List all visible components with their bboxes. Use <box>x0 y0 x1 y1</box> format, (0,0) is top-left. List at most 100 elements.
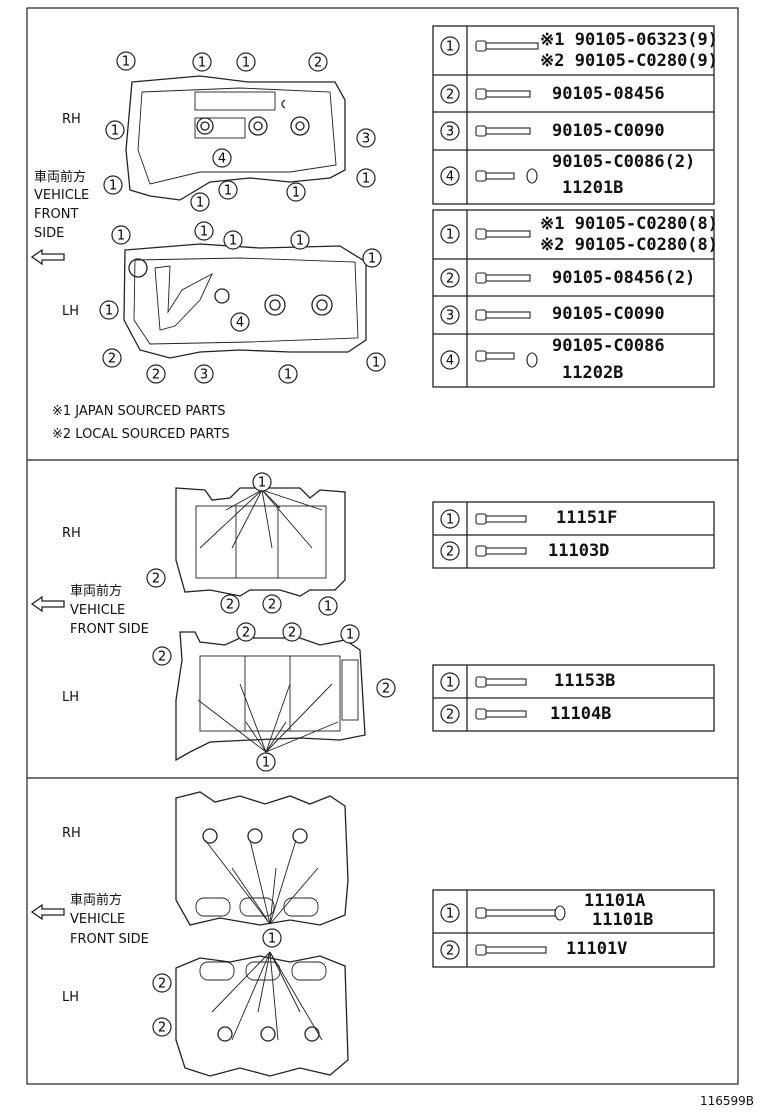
bolt-icon <box>475 545 527 557</box>
svg-text:1: 1 <box>105 304 113 319</box>
svg-text:1: 1 <box>111 124 119 139</box>
part-number: 11153B <box>554 671 616 691</box>
sec1-rh-table-grid <box>432 25 715 205</box>
callout-number: 1 <box>192 52 212 72</box>
svg-text:4: 4 <box>218 152 226 167</box>
svg-text:2: 2 <box>226 598 234 613</box>
bolt-icon <box>475 309 531 321</box>
bolt-icon <box>475 228 531 240</box>
svg-text:1: 1 <box>200 225 208 240</box>
callout-number: 2 <box>152 1017 172 1037</box>
callout-number: 4 <box>440 166 460 186</box>
bolt-icon <box>475 708 527 720</box>
bolt-icon <box>475 125 531 137</box>
callout-number: 1 <box>440 903 460 923</box>
vehicle-front-jp-label: 車両前方 <box>70 584 123 599</box>
svg-text:3: 3 <box>362 132 370 147</box>
part-number: 11202B <box>562 363 624 383</box>
part-number: 11201B <box>562 178 624 198</box>
lh-label: LH <box>62 690 80 705</box>
svg-text:1: 1 <box>196 196 204 211</box>
callout-number: 2 <box>440 84 460 104</box>
callout-number: 1 <box>366 352 386 372</box>
svg-text:1: 1 <box>296 234 304 249</box>
svg-text:4: 4 <box>446 354 454 369</box>
sheet-id: 116599B <box>699 1094 754 1108</box>
svg-text:1: 1 <box>446 907 454 922</box>
side-label: SIDE <box>34 226 65 241</box>
svg-text:2: 2 <box>446 708 454 723</box>
callout-number: 2 <box>152 973 172 993</box>
callout-number: 2 <box>308 52 328 72</box>
part-number: ※2 90105-C0280(9) <box>540 51 719 71</box>
rh-head-cover-drawing <box>125 75 346 201</box>
callout-number: 1 <box>256 752 276 772</box>
callout-number: 4 <box>230 312 250 332</box>
vehicle-label: VEHICLE <box>70 603 126 618</box>
vehicle-label: VEHICLE <box>70 912 126 927</box>
bolt-icon <box>475 88 531 100</box>
callout-number: 1 <box>286 182 306 202</box>
svg-text:1: 1 <box>372 356 380 371</box>
svg-text:2: 2 <box>108 352 116 367</box>
svg-text:2: 2 <box>288 626 296 641</box>
washer-icon <box>526 352 538 368</box>
callout-number: 2 <box>376 678 396 698</box>
washer-icon <box>526 168 538 184</box>
front-side-label: FRONT SIDE <box>70 622 149 637</box>
part-number: 11101V <box>566 939 628 959</box>
vehicle-front-jp-label: 車両前方 <box>70 893 123 908</box>
callout-number: 2 <box>262 594 282 614</box>
callout-number: 2 <box>236 622 256 642</box>
svg-text:2: 2 <box>382 682 390 697</box>
callout-number: 1 <box>252 472 272 492</box>
svg-text:2: 2 <box>158 977 166 992</box>
lh-cylinder-head-drawing <box>175 631 366 762</box>
svg-text:4: 4 <box>236 316 244 331</box>
lh-label: LH <box>62 304 80 319</box>
part-number: 90105-C0086 <box>552 336 665 356</box>
svg-text:1: 1 <box>224 184 232 199</box>
callout-number: 1 <box>218 180 238 200</box>
svg-text:2: 2 <box>152 572 160 587</box>
part-number: 11103D <box>548 541 610 561</box>
callout-number: 1 <box>340 624 360 644</box>
vehicle-label: VEHICLE <box>34 188 90 203</box>
rh-label: RH <box>62 112 81 127</box>
callout-number: 1 <box>111 225 131 245</box>
callout-number: 2 <box>440 268 460 288</box>
sec1-lh-table-grid <box>432 209 715 388</box>
callout-number: 1 <box>440 224 460 244</box>
svg-text:1: 1 <box>242 56 250 71</box>
sec3-table-grid <box>432 889 715 968</box>
svg-text:1: 1 <box>362 172 370 187</box>
lh-head-top-drawing <box>175 955 349 1077</box>
svg-text:3: 3 <box>446 125 454 140</box>
sec3-leader-lines <box>204 839 323 1041</box>
svg-text:1: 1 <box>292 186 300 201</box>
callout-number: 1 <box>262 928 282 948</box>
svg-text:2: 2 <box>446 272 454 287</box>
rh-head-top-drawing <box>175 791 349 926</box>
part-number: 11151F <box>556 508 618 528</box>
note-japan-sourced: ※1 JAPAN SOURCED PARTS <box>52 404 226 419</box>
svg-text:1: 1 <box>324 600 332 615</box>
svg-text:1: 1 <box>346 628 354 643</box>
svg-text:2: 2 <box>242 626 250 641</box>
lh-label: LH <box>62 990 80 1005</box>
washer-icon <box>554 905 566 921</box>
callout-number: 4 <box>440 350 460 370</box>
svg-text:2: 2 <box>446 545 454 560</box>
callout-number: 3 <box>194 364 214 384</box>
part-number: 11101A <box>584 891 646 911</box>
bolt-icon <box>475 676 527 688</box>
callout-number: 2 <box>152 646 172 666</box>
callout-number: 1 <box>99 300 119 320</box>
svg-text:2: 2 <box>314 56 322 71</box>
callout-number: 2 <box>102 348 122 368</box>
part-number: ※1 90105-06323(9) <box>540 30 719 50</box>
callout-number: 1 <box>236 52 256 72</box>
callout-number: 1 <box>318 596 338 616</box>
callout-number: 1 <box>440 509 460 529</box>
